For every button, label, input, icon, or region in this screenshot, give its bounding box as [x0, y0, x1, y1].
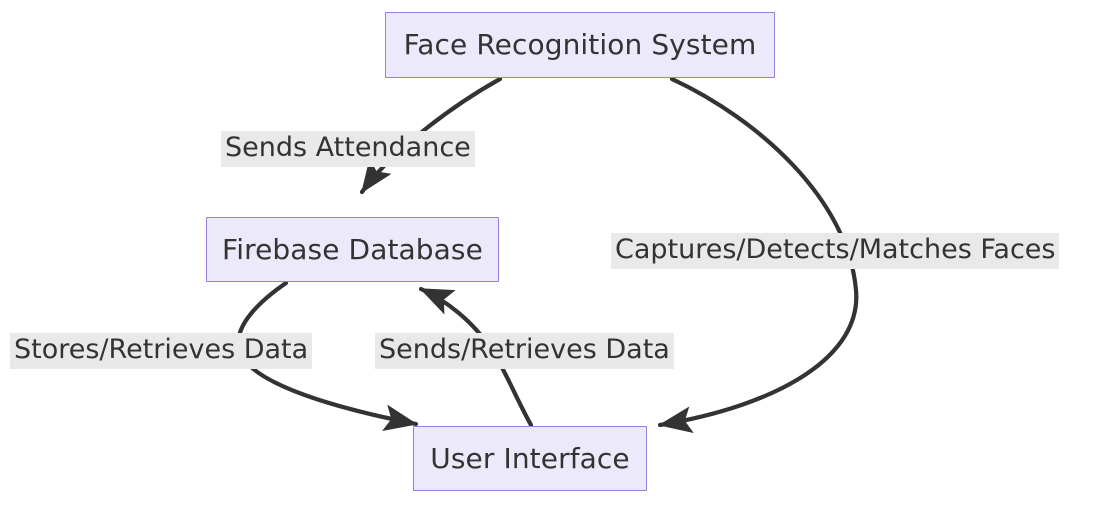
edge-frs-to-firebase	[359, 76, 503, 195]
edge-frs-to-ui	[657, 76, 859, 433]
edge-label-captures-detects-matches-faces: Captures/Detects/Matches Faces	[611, 233, 1060, 269]
edge-label-sends-retrieves-data: Sends/Retrieves Data	[375, 333, 674, 369]
node-user-interface[interactable]: User Interface	[413, 426, 647, 491]
edge-label-stores-retrieves-data: Stores/Retrieves Data	[10, 333, 313, 369]
edge-label-sends-attendance: Sends Attendance	[221, 131, 475, 167]
node-firebase-database[interactable]: Firebase Database	[206, 217, 499, 282]
node-face-recognition-system[interactable]: Face Recognition System	[385, 12, 775, 78]
